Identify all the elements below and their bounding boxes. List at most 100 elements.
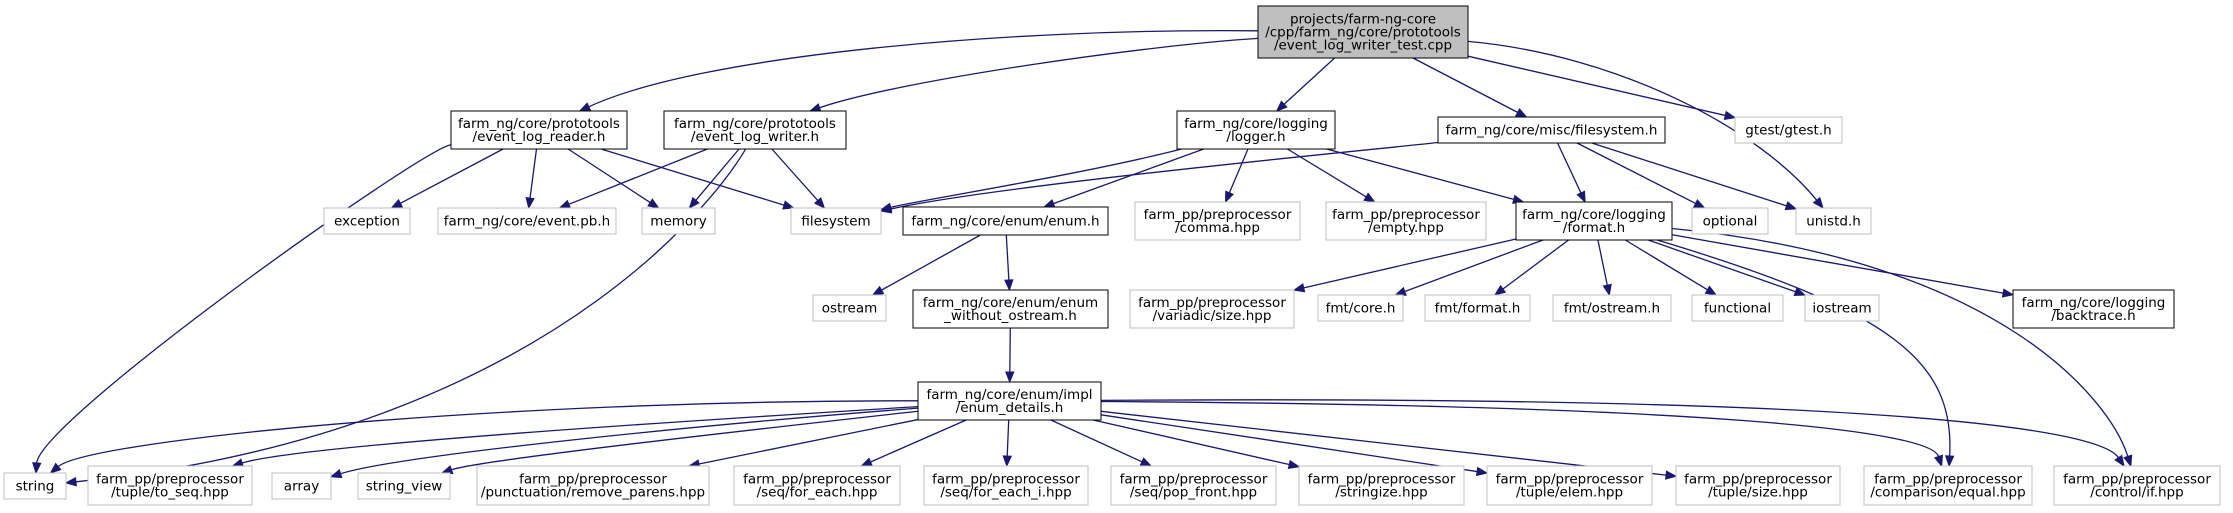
node-label: farm_pp/preprocessor bbox=[1684, 472, 1832, 488]
node-fmtcore: fmt/core.h bbox=[1317, 294, 1404, 322]
node-label: fmt/core.h bbox=[1326, 301, 1396, 317]
edge-logger-to-format bbox=[1326, 148, 1514, 201]
arrowhead-details-to-sview bbox=[440, 465, 454, 475]
node-label: farm_ng/core/logging bbox=[2022, 295, 2166, 311]
node-enum[interactable]: farm_ng/core/enum/enum.h bbox=[902, 206, 1109, 236]
node-elem: farm_pp/preprocessor/tuple/elem.hpp bbox=[1486, 465, 1653, 506]
node-box bbox=[1691, 207, 1769, 235]
edge-root-to-fsys bbox=[1412, 57, 1518, 113]
arrowhead-reader-to-memory bbox=[647, 198, 660, 209]
node-label: farm_pp/preprocessor bbox=[1496, 472, 1644, 488]
node-box bbox=[1424, 294, 1531, 322]
node-label: farm_ng/core/enum/impl bbox=[926, 387, 1092, 403]
edge-details-to-sview bbox=[451, 410, 919, 471]
node-box bbox=[3, 472, 67, 500]
node-label: /format.h bbox=[1563, 220, 1625, 236]
node-reader[interactable]: farm_ng/core/prototools/event_log_reader… bbox=[450, 110, 628, 150]
node-functional: functional bbox=[1691, 294, 1784, 322]
node-box bbox=[1795, 207, 1872, 235]
arrowhead-details-to-array bbox=[329, 469, 343, 479]
arrowhead-root-to-writer bbox=[808, 103, 822, 113]
edge-details-to-array bbox=[340, 407, 919, 475]
arrowhead-format-to-functional bbox=[1704, 285, 1718, 296]
node-label: farm_pp/preprocessor bbox=[519, 472, 667, 488]
arrowhead-reader-to-string bbox=[32, 462, 42, 475]
node-label: /event_log_reader.h bbox=[473, 129, 606, 145]
edge-logger-to-filesystem bbox=[890, 148, 1182, 208]
arrowhead-details-to-equal bbox=[1933, 454, 1943, 468]
node-label: farm_ng/core/prototools bbox=[674, 116, 836, 132]
node-label: /tuple/size.hpp bbox=[1708, 485, 1808, 501]
node-label: unistd.h bbox=[1806, 214, 1861, 230]
node-logger[interactable]: farm_ng/core/logging/logger.h bbox=[1176, 110, 1336, 150]
node-box bbox=[663, 110, 847, 150]
node-label: functional bbox=[1704, 301, 1771, 317]
arrowhead-root-to-unistd bbox=[1812, 196, 1824, 210]
node-label: /stringize.hpp bbox=[1335, 485, 1427, 501]
edge-format-to-backtrace bbox=[1671, 234, 2004, 294]
node-box bbox=[1863, 465, 2033, 506]
node-label: string_view bbox=[366, 479, 443, 495]
edge-logger-to-empty bbox=[1286, 148, 1367, 198]
arrowhead-format-to-backtrace bbox=[2001, 288, 2015, 298]
node-box bbox=[641, 207, 716, 235]
node-box bbox=[271, 472, 332, 500]
arrowhead-root-to-gtest bbox=[1723, 110, 1737, 120]
node-backtrace[interactable]: farm_ng/core/logging/backtrace.h bbox=[2012, 289, 2175, 329]
node-tsize: farm_pp/preprocessor/tuple/size.hpp bbox=[1675, 465, 1841, 506]
node-label: /logger.h bbox=[1226, 129, 1285, 145]
edge-reader-to-eventpb bbox=[529, 148, 538, 199]
arrowhead-details-to-ctrlif bbox=[2114, 454, 2125, 468]
node-box bbox=[1486, 465, 1653, 506]
node-box bbox=[2053, 465, 2221, 506]
node-label: farm_ng/core/enum/enum bbox=[923, 295, 1098, 311]
node-label: optional bbox=[1703, 214, 1758, 230]
node-array: array bbox=[271, 472, 332, 500]
edge-details-to-ctrlif bbox=[1100, 399, 2119, 459]
node-label: /variadic/size.hpp bbox=[1153, 308, 1272, 324]
node-label: farm_pp/preprocessor bbox=[1874, 472, 2022, 488]
node-box bbox=[790, 207, 882, 235]
node-fsys[interactable]: farm_ng/core/misc/filesystem.h bbox=[1437, 116, 1666, 144]
node-box bbox=[912, 289, 1109, 329]
arrowhead-fsys-to-format bbox=[1576, 190, 1586, 204]
node-label: farm_pp/preprocessor bbox=[1120, 472, 1268, 488]
arrowhead-format-to-iostream bbox=[1793, 287, 1807, 297]
arrowhead-reader-to-exception bbox=[390, 198, 404, 209]
arrowhead-format-to-fmtostream bbox=[1602, 283, 1612, 297]
arrowhead-writer-to-eventpb bbox=[558, 199, 572, 209]
node-label: /seq/for_each.hpp bbox=[757, 485, 878, 501]
edge-details-to-string bbox=[57, 400, 919, 468]
node-box bbox=[1515, 201, 1673, 241]
node-label: /seq/for_each_i.hpp bbox=[940, 485, 1071, 501]
node-root[interactable]: projects/farm-ng-core/cpp/farm_ng/core/p… bbox=[1257, 5, 1469, 59]
node-label: fmt/ostream.h bbox=[1564, 301, 1660, 317]
arrowhead-details-to-foreachi bbox=[1002, 455, 1012, 468]
node-box bbox=[1317, 294, 1404, 322]
edge-format-to-ctrlif bbox=[1671, 227, 2129, 457]
node-ctrlif: farm_pp/preprocessor/control/if.hpp bbox=[2053, 465, 2221, 506]
node-label: farm_pp/preprocessor bbox=[1144, 207, 1292, 223]
node-filesystem: filesystem bbox=[790, 207, 882, 235]
edge-writer-to-eventpb bbox=[568, 148, 708, 205]
arrowhead-enumwo-to-details bbox=[1005, 371, 1015, 384]
edge-fsys-to-unistd bbox=[1591, 142, 1787, 207]
edge-details-to-stringize bbox=[1093, 419, 1290, 466]
node-stringize: farm_pp/preprocessor/stringize.hpp bbox=[1298, 465, 1465, 506]
node-label: /event_log_writer_test.cpp bbox=[1274, 38, 1452, 54]
node-gtest: gtest/gtest.h bbox=[1734, 116, 1843, 144]
node-details[interactable]: farm_ng/core/enum/impl/enum_details.h bbox=[917, 381, 1102, 421]
edge-logger-to-enum bbox=[1053, 148, 1204, 205]
arrowhead-enum-to-enumwo bbox=[1004, 279, 1014, 292]
node-label: farm_ng/core/enum/enum.h bbox=[911, 214, 1099, 230]
node-format[interactable]: farm_ng/core/logging/format.h bbox=[1515, 201, 1673, 241]
node-writer[interactable]: farm_ng/core/prototools/event_log_writer… bbox=[663, 110, 847, 150]
node-label: /event_log_writer.h bbox=[691, 129, 819, 145]
node-label: farm_ng/core/logging bbox=[1184, 116, 1328, 132]
node-ostream: ostream bbox=[812, 294, 887, 322]
node-enumwo[interactable]: farm_ng/core/enum/enum_without_ostream.h bbox=[912, 289, 1109, 329]
arrowhead-details-to-string bbox=[49, 462, 62, 474]
node-label: /backtrace.h bbox=[2051, 308, 2135, 324]
node-sview: string_view bbox=[357, 472, 451, 500]
node-box bbox=[476, 465, 710, 506]
